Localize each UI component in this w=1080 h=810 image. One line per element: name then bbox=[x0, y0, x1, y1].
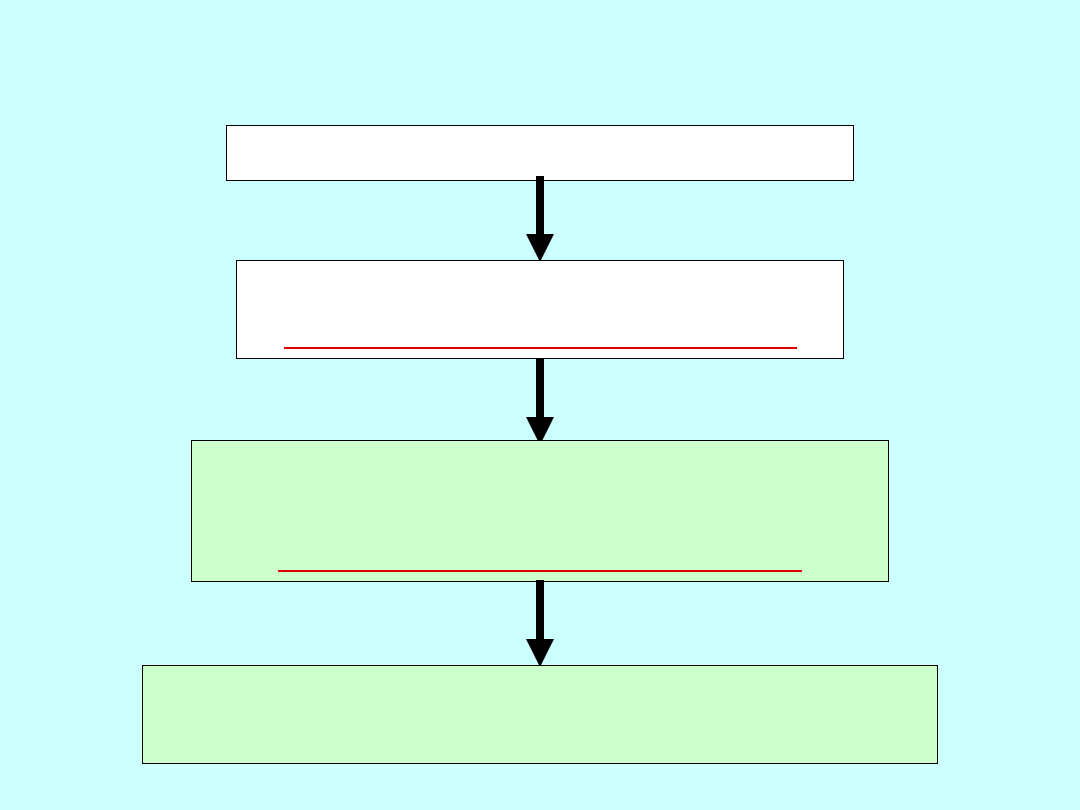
down-arrow-2 bbox=[526, 358, 554, 445]
red-underline-1 bbox=[284, 347, 797, 349]
flow-box-2 bbox=[236, 260, 844, 359]
flow-box-1 bbox=[226, 125, 854, 181]
down-arrow-1 bbox=[526, 176, 554, 262]
flow-box-3 bbox=[191, 440, 889, 582]
red-underline-2 bbox=[278, 570, 802, 572]
down-arrow-3 bbox=[526, 580, 554, 667]
flow-box-4 bbox=[142, 665, 938, 764]
